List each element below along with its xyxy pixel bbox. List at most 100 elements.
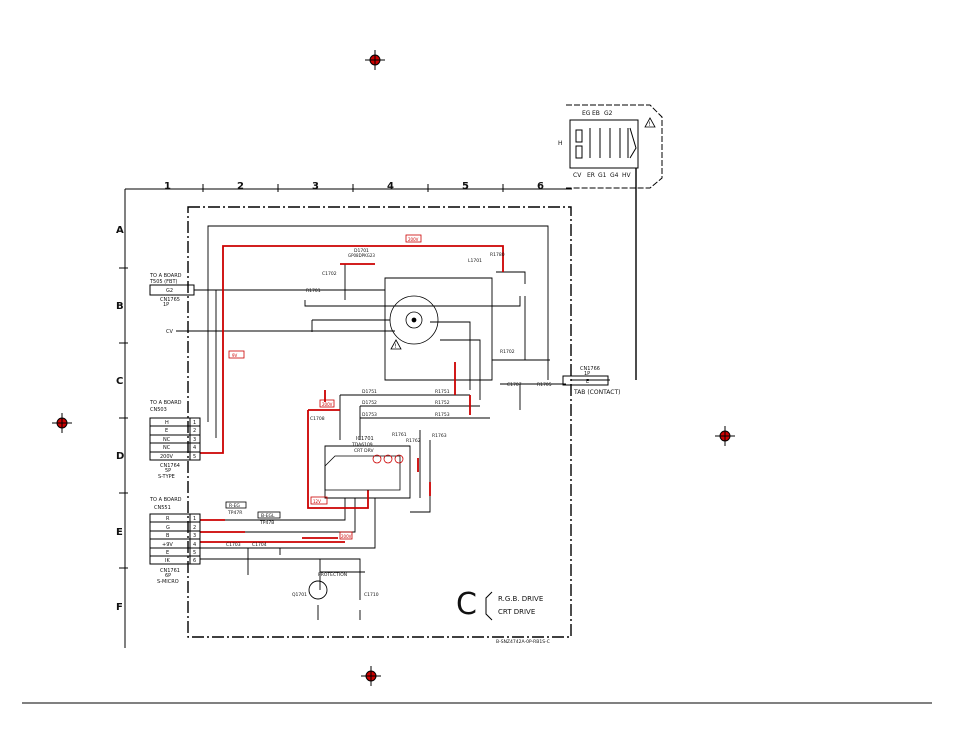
crt-label-cv: CV: [573, 172, 582, 179]
title-line-1: R.G.B. DRIVE: [498, 595, 543, 603]
board-number: B-SNZ4742A-0P-RB1S-C: [496, 639, 550, 645]
cn503-pin-1-name: H: [165, 420, 169, 426]
cn503-pin-4-num: 4: [193, 445, 196, 451]
r1752-label: R1752: [435, 400, 450, 406]
tag-12v: 12V: [313, 499, 321, 504]
r1701-label: R1701: [306, 288, 321, 294]
cn551-pin-3-name: B: [166, 533, 170, 539]
cn551-pin-3-num: 3: [193, 533, 196, 539]
cn1764-type: S-TYPE: [158, 474, 175, 480]
r1702-label: R1702: [500, 349, 515, 355]
cn1766-id: CN1766: [580, 366, 600, 372]
registration-marks: [52, 50, 735, 686]
cn551-line2: CN551: [154, 505, 171, 511]
crt-label-g1: G1: [598, 172, 607, 179]
tp-eb-label: TP47B: [259, 520, 274, 526]
grid-col-3: 3: [312, 181, 319, 192]
svg-text:!: !: [395, 343, 397, 350]
q1701-type: PROTECTION: [318, 572, 347, 578]
tp-eg-label: R-EG: [229, 503, 240, 509]
grid-col-1: 1: [164, 181, 171, 192]
black-wiring: [176, 225, 610, 620]
board-outline: [187, 206, 572, 638]
grid-col-5: 5: [462, 181, 469, 192]
cn551-pin-6-name: IK: [165, 558, 170, 564]
registration-mark-right: [715, 426, 735, 446]
cn1765-box: [149, 284, 195, 296]
crt-warning-icon: !: [644, 117, 656, 128]
connector-labels: TO A BOARD T505 (FBT) G2 CN1765 1P CV TO…: [149, 273, 620, 585]
ic1701-label: IC1701: [356, 436, 374, 442]
cn503-pin-3-num: 3: [193, 437, 196, 443]
cn551-pin-1-name: R: [166, 516, 170, 522]
r1780-label: R1780: [490, 252, 505, 258]
r1751-label: R1751: [435, 389, 450, 395]
cn1761-id: CN1761: [160, 568, 180, 574]
tab-contact-label: TAB (CONTACT): [573, 389, 620, 396]
cn551-line1: TO A BOARD: [149, 497, 182, 503]
grid-row-b: B: [116, 301, 124, 312]
g2-to-board-line2: T505 (FBT): [149, 279, 177, 285]
cn503-pin-2-num: 2: [193, 428, 196, 434]
cn1761-type: S-MICRO: [157, 579, 179, 585]
d1701-label: D1701: [354, 248, 369, 254]
cv-pin-label: CV: [166, 329, 173, 335]
cn1766-box: [562, 375, 609, 386]
cn551-pin-6-num: 6: [193, 558, 196, 564]
d1701-part: GP08DPKG23: [348, 253, 375, 258]
crt-label-eg: EG: [582, 110, 591, 117]
grid-row-e: E: [116, 527, 123, 538]
q1701-label: Q1701: [292, 592, 307, 598]
tag-200v-low: 200V: [341, 534, 352, 539]
c1703-label: C1703: [226, 542, 241, 548]
cn551-pin-5-num: 5: [193, 550, 196, 556]
title-line-2: CRT DRIVE: [498, 608, 535, 616]
cn503-pin-4-name: NC: [163, 445, 171, 451]
grid-row-f: F: [116, 602, 123, 613]
crt-socket-circle: [389, 295, 439, 345]
title-letter: C: [456, 587, 477, 622]
cn551-box: [149, 513, 201, 565]
cn503-pin-5-num: 5: [193, 454, 196, 460]
voltage-tags: [228, 234, 422, 540]
grid-row-a: A: [116, 225, 124, 236]
grid-row-c: C: [116, 376, 123, 387]
red-wiring: [200, 245, 504, 543]
q1701-transistor: [308, 580, 328, 600]
cn1765-note: 1P: [163, 302, 169, 308]
cn503-line1: TO A BOARD: [149, 400, 182, 406]
r1705-label: R1705: [537, 382, 552, 388]
d1752-label: D1752: [362, 400, 377, 406]
cn551-pin-2-num: 2: [193, 525, 196, 531]
crt-label-h: H: [558, 140, 563, 147]
r1762-label: R1762: [406, 438, 421, 444]
tp-er-label: TP47R: [227, 510, 242, 516]
cn551-pin-4-name: +9V: [162, 542, 173, 548]
crt-label-hv: HV: [622, 172, 632, 179]
registration-mark-bottom: [361, 666, 381, 686]
ic1701-part: TDA6109: [351, 442, 373, 448]
c1704-label: C1704: [252, 542, 267, 548]
grid-row-labels: A B C D E F: [116, 225, 124, 613]
cn1766-note: 1P: [584, 371, 590, 377]
c1710-label: C1710: [364, 592, 379, 598]
r1753-label: R1753: [435, 412, 450, 418]
ic1701-body: [324, 454, 404, 491]
d1751-label: D1751: [362, 389, 377, 395]
g2-to-board-line1: TO A BOARD: [149, 273, 182, 279]
cn551-pin-4-num: 4: [193, 542, 196, 548]
cn503-pin-1-num: 1: [193, 420, 196, 426]
svg-text:!: !: [649, 121, 651, 128]
crt-label-eb: EB: [592, 110, 600, 117]
title-block: C R.G.B. DRIVE CRT DRIVE B-SNZ4742A-0P-R…: [456, 587, 550, 645]
crt-socket-block: [566, 104, 663, 380]
grid-column-labels: 1 2 3 4 5 6: [164, 181, 544, 192]
tp-ebl-label: B-EGL: [261, 513, 275, 519]
cn551-pin-5-name: E: [166, 550, 169, 556]
g2-pin-label: G2: [166, 288, 173, 294]
r1761-label: R1761: [392, 432, 407, 438]
cn551-pin-1-num: 1: [193, 516, 196, 522]
crt-circle-warning-icon: !: [390, 339, 402, 350]
cn1765-id: CN1765: [160, 297, 180, 303]
